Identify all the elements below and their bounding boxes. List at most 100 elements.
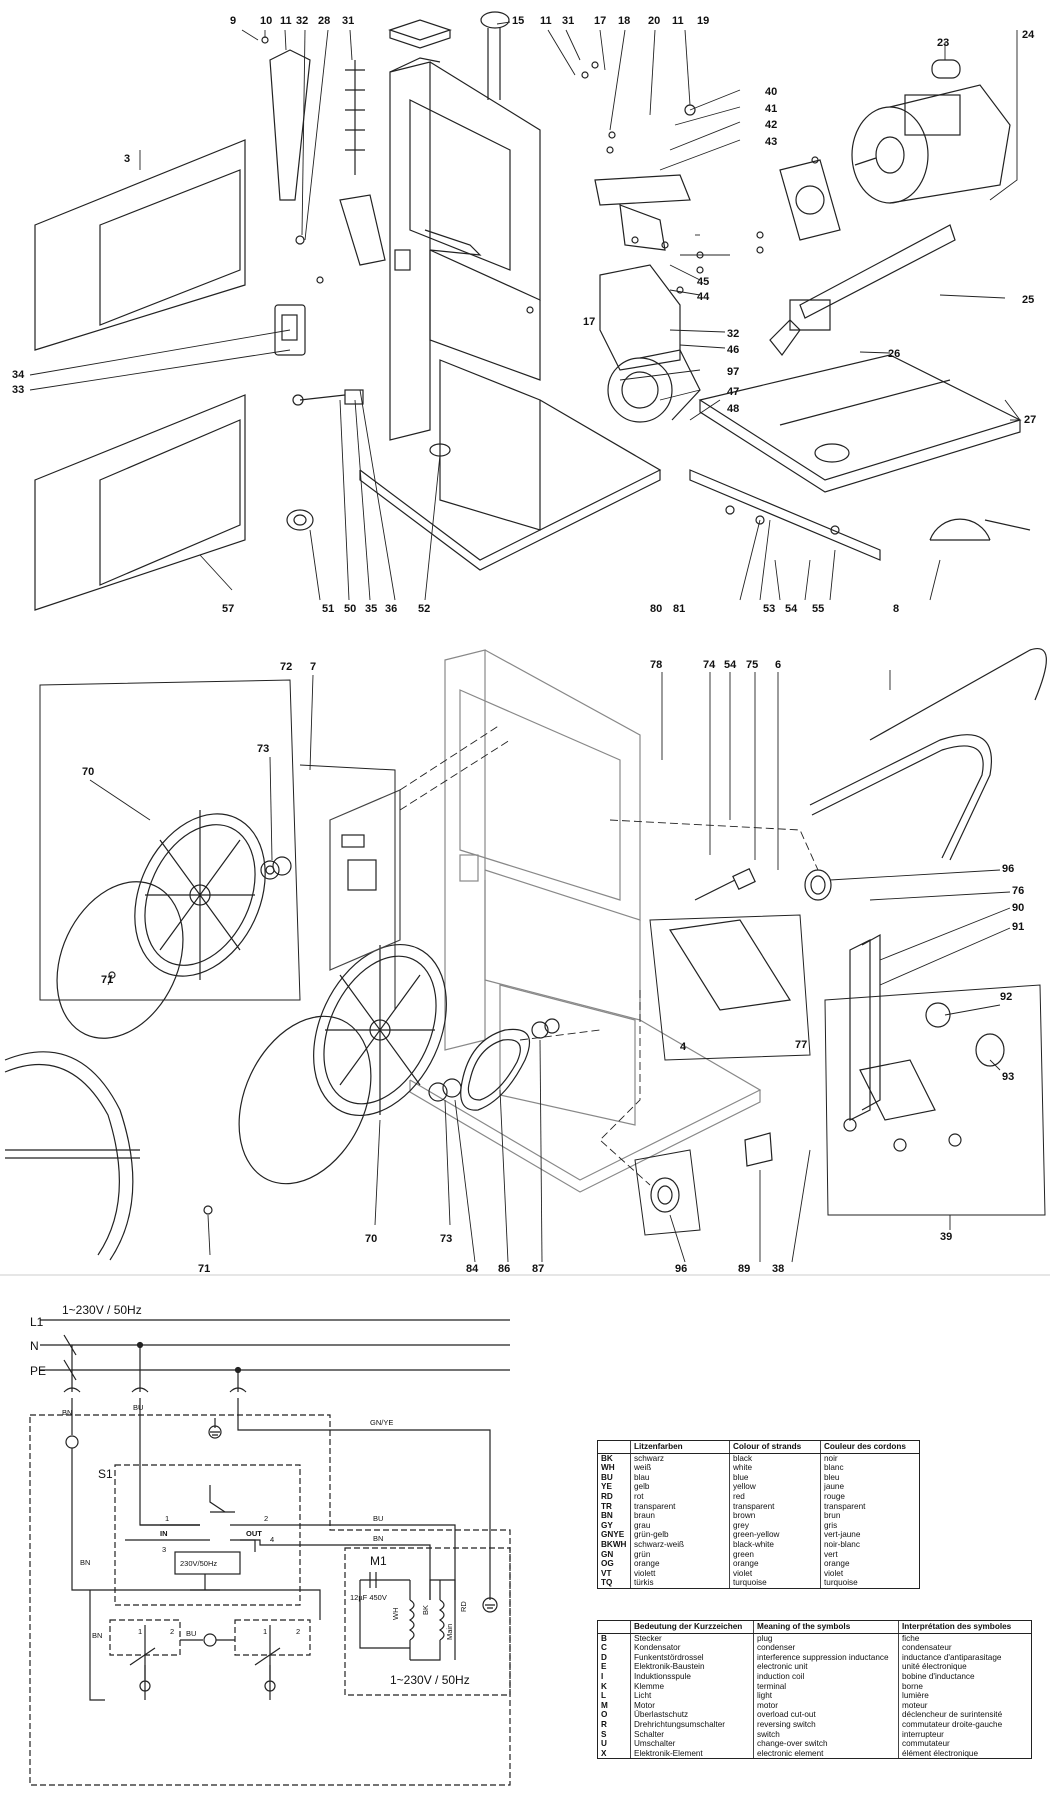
colour-table-cell: gris — [824, 1520, 838, 1530]
colour-table-cell: orange — [630, 1559, 730, 1569]
label-75: 75 — [746, 659, 758, 671]
label-32: 32 — [296, 15, 308, 27]
part-labels: 9 10 11 32 28 31 15 11 31 17 18 20 11 19… — [12, 15, 1036, 1275]
upper-wheel — [56, 810, 266, 1039]
symbol-table-cell: Umschalter — [630, 1739, 754, 1749]
label-92: 92 — [1000, 991, 1012, 1003]
label-7: 7 — [310, 661, 316, 673]
label-48: 48 — [727, 403, 739, 415]
colour-table-cell: BKWH — [598, 1539, 631, 1550]
label-31b: 31 — [562, 15, 574, 27]
symbol-table-cell: I — [598, 1671, 631, 1682]
symbol-table-cell: electronic element — [753, 1748, 899, 1759]
colour-table-cell: black — [729, 1453, 821, 1464]
colour-table-cell: BU — [598, 1472, 631, 1483]
colour-table-cell: black-white — [729, 1539, 821, 1550]
colour-table-cell: orange — [824, 1559, 850, 1569]
colour-table-cell: rouge — [824, 1491, 845, 1501]
label-20: 20 — [648, 15, 660, 27]
colour-table-cell: vert — [824, 1549, 838, 1559]
label-31: 31 — [342, 15, 354, 27]
wire-bn-lower: BN — [80, 1558, 90, 1567]
label-72: 72 — [280, 661, 292, 673]
colour-table-cell: gelb — [630, 1482, 730, 1492]
term-2a: 2 — [264, 1514, 268, 1523]
colour-table-cell: TQ — [598, 1578, 631, 1588]
label-78: 78 — [650, 659, 662, 671]
label-96: 96 — [1002, 863, 1014, 875]
label-90: 90 — [1012, 902, 1024, 914]
symbol-table-cell: K — [598, 1681, 631, 1692]
label-9: 9 — [230, 15, 236, 27]
symbol-table-cell: Elektronik-Baustein — [630, 1662, 754, 1672]
switch-s1: S1 — [98, 1467, 113, 1481]
symbol-table: Bedeutung der Kurzzeichen Meaning of the… — [597, 1620, 1032, 1760]
wire-gnye: GN/YE — [370, 1418, 393, 1427]
colour-table-cell: jaune — [824, 1482, 845, 1492]
label-6: 6 — [775, 659, 781, 671]
label-84: 84 — [466, 1263, 479, 1275]
label-76: 76 — [1012, 885, 1024, 897]
label-11: 11 — [280, 15, 292, 27]
colour-table-header-en: Colour of strands — [729, 1441, 821, 1454]
colour-table-cell: white — [729, 1463, 821, 1473]
wire-bn-left: BN — [62, 1408, 72, 1417]
term-3a: 3 — [162, 1545, 166, 1554]
colour-table-cell: OG — [598, 1559, 631, 1569]
colour-table-cell: grey — [729, 1520, 821, 1531]
symbol-table-cell: Klemme — [630, 1681, 754, 1692]
supply-label: 1~230V / 50Hz — [62, 1303, 142, 1317]
colour-table-cell: rot — [630, 1491, 730, 1502]
label-11b: 11 — [540, 15, 552, 27]
label-23: 23 — [937, 37, 949, 49]
symbol-table-header-en: Meaning of the symbols — [753, 1621, 899, 1634]
colour-table-header-fr: Couleur des cordons — [820, 1441, 919, 1454]
colour-table-cell: BK — [598, 1453, 631, 1464]
switch-in: IN — [160, 1529, 168, 1538]
colour-table-cell: grün-gelb — [630, 1530, 730, 1540]
colour-table-cell: violett — [630, 1568, 730, 1579]
symbol-table-cell: Überlastschutz — [630, 1710, 754, 1720]
symbol-table-cell: borne — [902, 1681, 923, 1691]
label-70: 70 — [82, 766, 94, 778]
symbol-table-header-code — [598, 1621, 631, 1634]
label-44: 44 — [697, 291, 710, 303]
symbol-table-cell: commutateur droite-gauche — [902, 1719, 1003, 1729]
colour-table-cell: orange — [729, 1559, 821, 1569]
label-38: 38 — [772, 1263, 784, 1275]
colour-table-cell: red — [729, 1491, 821, 1502]
wire-bu-left: BU — [133, 1403, 143, 1412]
symbol-table-cell: overload cut-out — [753, 1710, 899, 1720]
colour-table: Litzenfarben Colour of strands Couleur d… — [597, 1440, 920, 1589]
label-54: 54 — [785, 603, 798, 615]
label-43: 43 — [765, 136, 777, 148]
left-door-bottom — [34, 394, 246, 611]
label-86: 86 — [498, 1263, 510, 1275]
label-73b: 73 — [440, 1233, 452, 1245]
colour-table-cell: RD — [598, 1491, 631, 1502]
label-42: 42 — [765, 119, 777, 131]
label-97: 97 — [727, 366, 739, 378]
label-70b: 70 — [365, 1233, 377, 1245]
symbol-table-cell: Funkentstördrossel — [630, 1652, 754, 1663]
switch-coil: 230V/50Hz — [180, 1559, 217, 1568]
symbol-table-cell: electronic unit — [753, 1662, 899, 1672]
left-door-top — [34, 139, 246, 351]
colour-table-cell: vert-jaune — [824, 1530, 861, 1540]
symbol-table-cell: D — [598, 1652, 631, 1663]
term-4a: 4 — [270, 1535, 274, 1544]
symbol-table-cell: E — [598, 1662, 631, 1672]
symbol-table-cell: C — [598, 1643, 631, 1653]
label-71: 71 — [101, 974, 113, 986]
label-15: 15 — [512, 15, 524, 27]
symbol-table-header-fr: Interprétation des symboles — [898, 1621, 1031, 1634]
symbol-table-cell: Stecker — [630, 1633, 754, 1644]
